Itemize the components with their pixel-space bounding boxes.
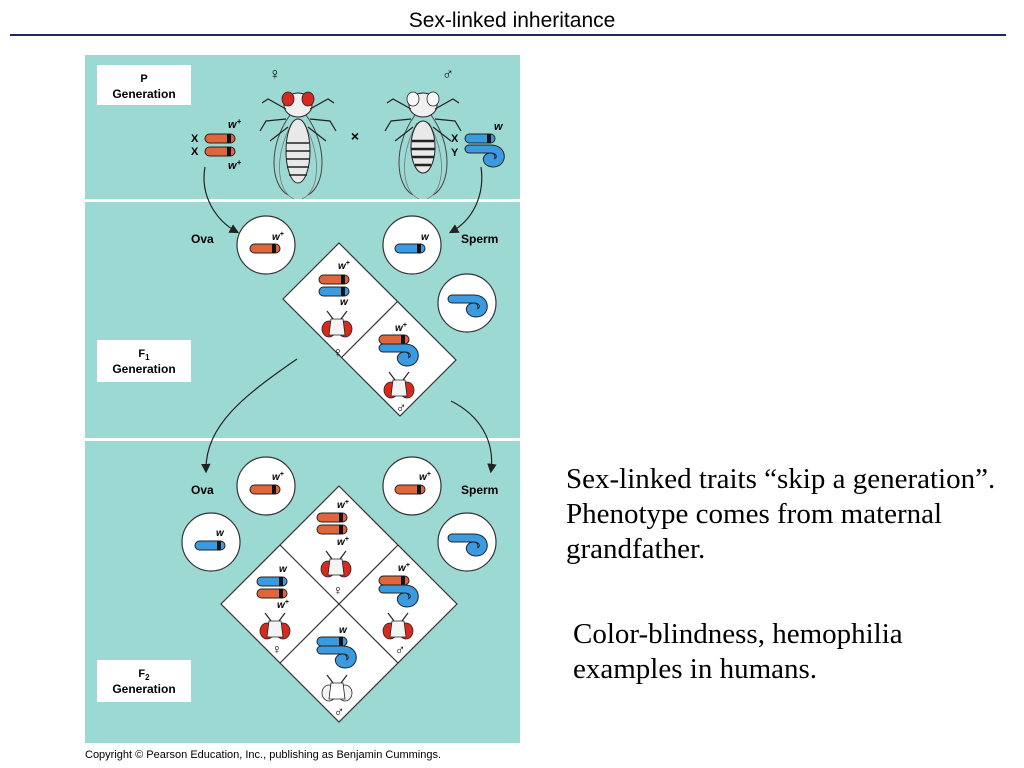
f2-top-allele-2: w+: [337, 536, 349, 548]
f2-generation-label-line1: F2: [138, 668, 150, 682]
p-male-x-chromosome: [464, 133, 496, 144]
f1-ovum-x-chromosome: [249, 243, 281, 254]
f2-left-allele-2: w+: [277, 599, 289, 611]
f2-top-allele-1: w+: [337, 499, 349, 511]
f1-sperm-x-chromosome: [394, 243, 426, 254]
f2-ovum-mut-allele: w: [216, 528, 225, 539]
f1-female-allele-2: w: [340, 297, 349, 308]
body-text-human-examples: Color-blindness, hemophilia examples in …: [573, 618, 903, 685]
f2-left-female-symbol: ♀: [272, 641, 283, 657]
p-female-x2-label: X: [191, 146, 199, 158]
f2-left-x-chromosome-wt: [256, 588, 288, 599]
p-female-x-chromosome-1: [204, 133, 236, 144]
f1-ova-label: Ova: [191, 232, 214, 246]
f2-sperm-x-chromosome: [394, 484, 426, 495]
f2-left-allele-1: w: [279, 564, 288, 575]
p-generation-label-box: [97, 65, 191, 105]
f1-sperm-label: Sperm: [461, 232, 498, 246]
f1-male-allele: w+: [395, 322, 407, 334]
f1-sperm-allele: w: [421, 232, 430, 243]
f1-male-x-chromosome: [378, 334, 410, 345]
p-female-allele-2: w+: [228, 158, 242, 172]
cross-symbol: ×: [351, 128, 359, 144]
p-generation-label-line2: Generation: [112, 87, 175, 101]
f1-ovum-allele: w+: [272, 231, 284, 243]
f2-sperm-label: Sperm: [461, 483, 498, 497]
f2-ovum-mut-x-chromosome: [194, 540, 226, 551]
p-male-y-label: Y: [451, 147, 459, 159]
f2-bottom-male-symbol: ♂: [334, 703, 345, 719]
panel-divider-1: [85, 199, 520, 202]
f2-sperm-allele: w+: [419, 471, 431, 483]
f2-ovum-wt-x-chromosome: [249, 484, 281, 495]
f2-punnett-divider-b: [279, 544, 399, 664]
p-generation-label-line1: P: [140, 73, 147, 85]
f1-generation-label-line2: Generation: [112, 362, 175, 376]
f2-top-x-chromosome-2: [316, 524, 348, 535]
f2-right-male-symbol: ♂: [395, 641, 406, 657]
p-female-allele-1: w+: [228, 117, 242, 131]
f2-right-x-chromosome: [378, 575, 410, 586]
f2-generation-label-line2: Generation: [112, 682, 175, 696]
p-male-to-sperm-arrow: [448, 166, 483, 234]
f1-male-to-f2-sperm-arrow: [450, 400, 497, 474]
p-female-x1-label: X: [191, 133, 199, 145]
slide-title: Sex-linked inheritance: [408, 9, 616, 32]
f1-female-allele-1: w+: [338, 260, 350, 272]
f2-top-x-chromosome-1: [316, 512, 348, 523]
f1-punnett-divider: [341, 301, 398, 358]
f1-female-to-f2-ova-arrow: [201, 358, 298, 474]
p-male-x-label: X: [451, 133, 459, 145]
f2-generation-label-box: [97, 660, 191, 702]
copyright-notice: Copyright © Pearson Education, Inc., pub…: [85, 749, 442, 761]
f1-female-x-chromosome-wt: [318, 274, 350, 285]
f2-top-female-symbol: ♀: [333, 582, 344, 598]
male-symbol: ♂: [442, 66, 454, 83]
f2-bottom-allele: w: [339, 625, 348, 636]
title-underline: [10, 34, 1006, 36]
body-text-skip-generation: Sex-linked traits “skip a generation”. P…: [566, 463, 996, 565]
panel-divider-2: [85, 438, 520, 441]
f2-right-allele: w+: [398, 562, 410, 574]
f2-ova-label: Ova: [191, 483, 214, 497]
f1-generation-label-box: [97, 340, 191, 382]
f1-female-x-chromosome-mut: [318, 286, 350, 297]
f2-bottom-x-chromosome: [316, 636, 348, 647]
inheritance-diagram: P Generation ♀ ♂ × X X w+ w+ X Y w Ova S…: [85, 55, 520, 743]
f1-male-symbol: ♂: [396, 399, 407, 415]
f1-generation-label-line1: F1: [138, 348, 150, 362]
f2-left-x-chromosome-mut: [256, 576, 288, 587]
p-female-x-chromosome-2: [204, 146, 236, 157]
female-symbol: ♀: [269, 66, 281, 83]
f2-ovum-wt-allele: w+: [272, 471, 284, 483]
f1-female-symbol: ♀: [333, 344, 344, 360]
p-female-to-ova-arrow: [203, 166, 240, 234]
p-male-allele: w: [494, 121, 504, 133]
